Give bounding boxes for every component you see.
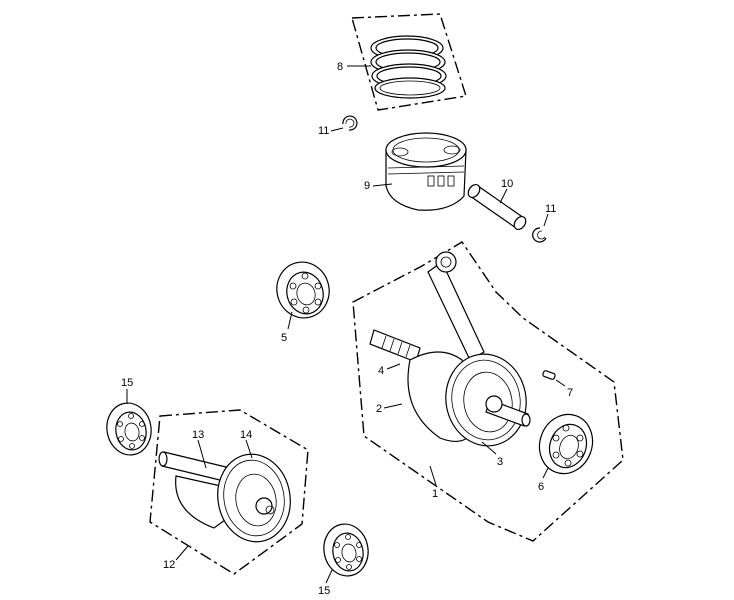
bearing-5: [276, 261, 330, 319]
callout-11-upper: 11: [318, 125, 329, 137]
circlip-upper: [342, 115, 358, 131]
callout-4: 4: [378, 365, 384, 377]
callout-3: 3: [497, 456, 503, 468]
callout-13: 13: [192, 429, 204, 441]
bearing-6: [538, 413, 594, 475]
callout-6: 6: [538, 481, 544, 493]
piston-pin: [467, 183, 527, 231]
callout-10: 10: [501, 178, 513, 190]
callout-8: 8: [337, 61, 343, 73]
callout-14: 14: [240, 429, 252, 441]
callout-7: 7: [567, 387, 573, 399]
callout-9: 9: [364, 180, 370, 192]
callout-2: 2: [376, 403, 382, 415]
callout-5: 5: [281, 332, 287, 344]
callout-15-bottom: 15: [318, 585, 330, 597]
crankshaft-assembly: [369, 251, 531, 447]
callout-1: 1: [432, 488, 438, 500]
bearing-15-left: [106, 402, 152, 456]
crankshaft-assembly-dashed-outline: [352, 241, 624, 542]
bearing-15-bottom: [323, 523, 369, 577]
balancer-shaft-assembly: [158, 451, 291, 543]
piston: [385, 132, 467, 211]
callout-15-left: 15: [121, 377, 133, 389]
callout-12: 12: [163, 559, 175, 571]
circlip-lower: [532, 227, 547, 243]
piston-ring-set: [351, 13, 467, 111]
balancer-assembly-dashed-outline: [149, 409, 309, 575]
woodruff-key: [542, 370, 556, 380]
callout-11-lower: 11: [545, 203, 556, 215]
